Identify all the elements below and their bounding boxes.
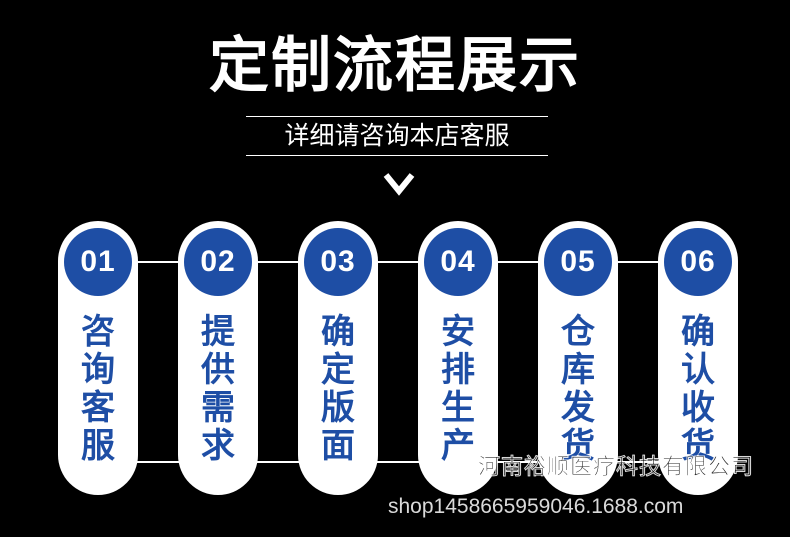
step-number-badge: 03 (304, 228, 372, 296)
step-card-1: 01 咨 询 客 服 (58, 221, 138, 495)
connector-line-bottom (96, 461, 696, 463)
step-char: 库 (561, 350, 595, 390)
step-char: 咨 (81, 312, 115, 352)
step-label: 提 供 需 求 (178, 313, 258, 465)
step-char: 认 (681, 350, 715, 390)
step-card-3: 03 确 定 版 面 (298, 221, 378, 495)
step-card-4: 04 安 排 生 产 (418, 221, 498, 495)
step-char: 仓 (561, 312, 595, 352)
step-char: 需 (201, 388, 235, 428)
step-char: 产 (441, 426, 475, 466)
step-char: 面 (321, 426, 355, 466)
step-char: 服 (81, 426, 115, 466)
step-char: 确 (681, 312, 715, 352)
connector-line-top (96, 261, 696, 263)
step-char: 供 (201, 350, 235, 390)
step-card-6: 06 确 认 收 货 (658, 221, 738, 495)
step-char: 确 (321, 312, 355, 352)
step-number-badge: 04 (424, 228, 492, 296)
step-label: 确 认 收 货 (658, 313, 738, 465)
step-char: 排 (441, 350, 475, 390)
step-label: 仓 库 发 货 (538, 313, 618, 465)
step-card-5: 05 仓 库 发 货 (538, 221, 618, 495)
step-char: 提 (201, 312, 235, 352)
step-char: 询 (81, 350, 115, 390)
page-title: 定制流程展示 (209, 31, 581, 101)
step-char: 版 (321, 388, 355, 428)
step-label: 确 定 版 面 (298, 313, 378, 465)
step-char: 发 (561, 388, 595, 428)
step-char: 货 (681, 426, 715, 466)
company-watermark: 河南裕顺医疗科技有限公司 (478, 455, 755, 481)
chevron-down-icon (383, 173, 415, 196)
step-char: 货 (561, 426, 595, 466)
step-number-badge: 01 (64, 228, 132, 296)
step-char: 客 (81, 388, 115, 428)
step-char: 求 (201, 426, 235, 466)
step-card-2: 02 提 供 需 求 (178, 221, 258, 495)
step-number-badge: 06 (664, 228, 732, 296)
step-number-badge: 05 (544, 228, 612, 296)
step-char: 生 (441, 388, 475, 428)
step-char: 安 (441, 312, 475, 352)
subtitle-text: 详细请咨询本店客服 (284, 121, 510, 150)
shop-url-watermark: shop1458665959046.1688.com (388, 495, 684, 518)
step-char: 定 (321, 350, 355, 390)
step-number-badge: 02 (184, 228, 252, 296)
step-char: 收 (681, 388, 715, 428)
step-label: 咨 询 客 服 (58, 313, 138, 465)
subtitle-box: 详细请咨询本店客服 (246, 116, 548, 156)
step-label: 安 排 生 产 (418, 313, 498, 465)
